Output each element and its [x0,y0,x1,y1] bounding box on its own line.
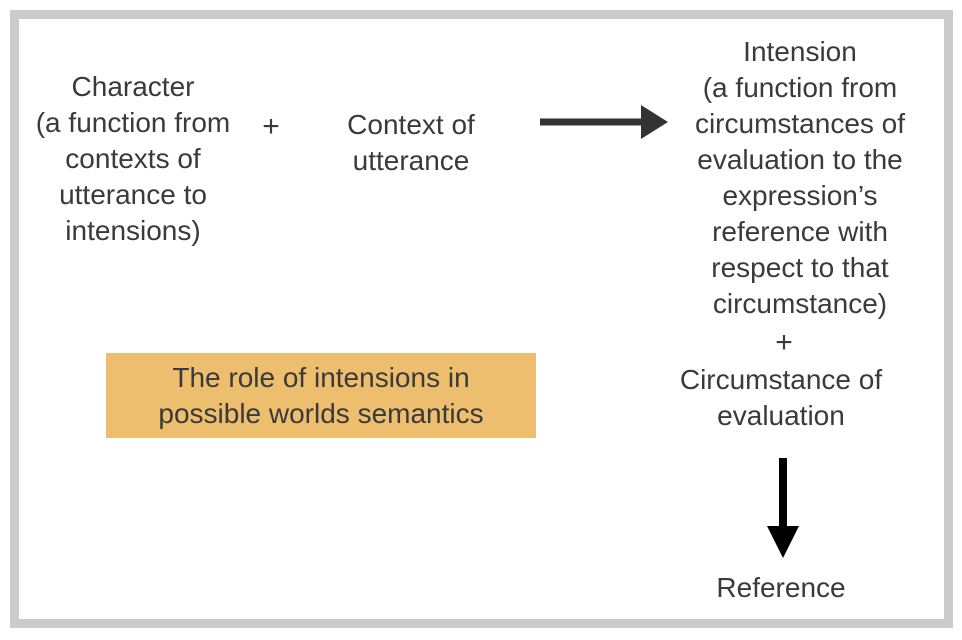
diagram-frame [10,10,953,628]
plus-operator-right: + [775,326,793,359]
intension-text: Intension (a function from circumstances… [694,36,906,319]
plus-operator-left: + [262,110,280,143]
character-text: Character (a function from contexts of u… [35,71,231,246]
caption-text: The role of intensions in possible world… [158,361,484,429]
caption-box: The role of intensions in possible world… [106,353,536,438]
down-arrow-icon [767,458,799,558]
circumstance-of-evaluation-text: Circumstance of evaluation [679,364,883,431]
context-of-utterance-text: Context of utterance [347,109,475,176]
reference-text: Reference [716,572,846,603]
right-arrow-icon [540,105,668,139]
down-arrow-head [767,526,799,558]
right-arrow-head [641,105,668,139]
